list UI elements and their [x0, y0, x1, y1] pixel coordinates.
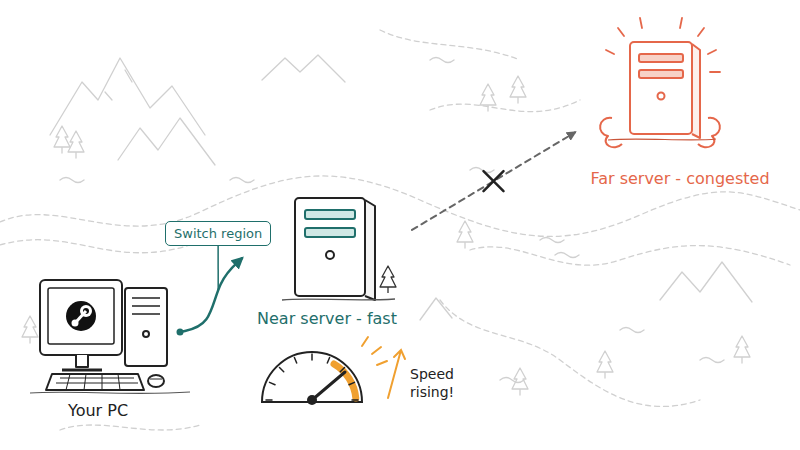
node-label: Far server - congested: [590, 169, 769, 188]
gauge-tick: [279, 367, 283, 371]
gauge-tick: [349, 382, 355, 384]
near-server-illustration: [282, 198, 396, 300]
far-server-node: Far server - congested: [575, 30, 785, 190]
gauge-tick: [311, 354, 313, 360]
label-leader: [217, 246, 219, 290]
pc-node: Your PC: [35, 280, 180, 422]
gauge-tick: [294, 358, 296, 364]
pc-illustration: [30, 280, 190, 393]
node-label: Near server - fast: [257, 309, 397, 328]
map-background: [0, 30, 800, 430]
edge-label: Switch region: [165, 221, 271, 246]
gauge-tick: [352, 399, 358, 401]
blocked-route-arrow: [412, 132, 575, 230]
gauge-tick: [327, 358, 329, 364]
speedometer: [262, 337, 405, 405]
region-switch-arrow: [180, 258, 242, 332]
gauge-tick: [266, 399, 272, 401]
node-label: Your PC: [68, 401, 128, 420]
far-server-illustration: [600, 18, 720, 147]
start-dot: [177, 328, 184, 335]
near-server-node: Near server - fast: [242, 192, 412, 330]
gauge-tick: [270, 382, 276, 384]
speed-note: Speed rising!: [410, 366, 474, 401]
blocked-mark: [484, 171, 504, 191]
